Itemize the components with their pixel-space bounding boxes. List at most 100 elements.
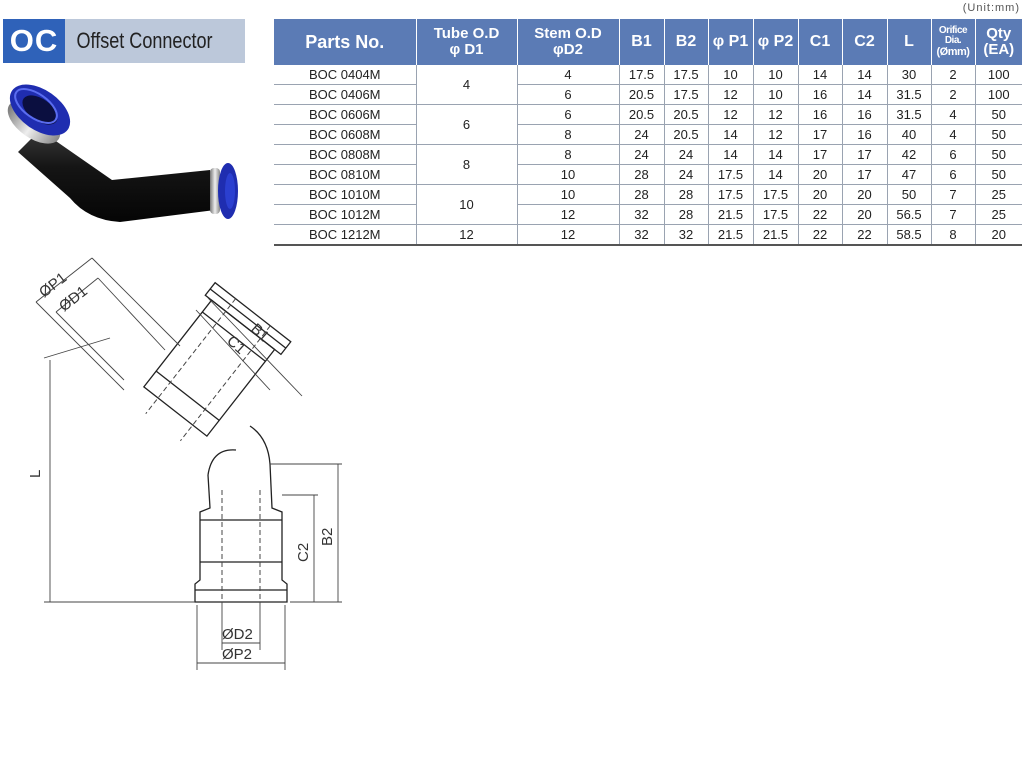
fitting-body <box>18 130 215 222</box>
cell-b1: 20.5 <box>618 84 664 105</box>
cell-b2: 17.5 <box>663 65 708 85</box>
cell-orifice: 8 <box>930 224 975 246</box>
cell-c1: 17 <box>797 124 842 145</box>
cell-p1: 14 <box>707 124 753 145</box>
cell-tube-od: 10 <box>415 184 517 225</box>
cell-tube-od: 4 <box>415 65 517 105</box>
cell-p2: 10 <box>752 65 798 85</box>
cell-b1: 28 <box>618 184 664 205</box>
cell-qty: 50 <box>974 164 1022 185</box>
cell-p1: 14 <box>707 144 753 165</box>
cell-b2: 24 <box>663 164 708 185</box>
cell-l: 40 <box>886 124 931 145</box>
cell-c2: 14 <box>841 84 887 105</box>
cell-p2: 10 <box>752 84 798 105</box>
cell-l: 30 <box>886 65 931 85</box>
cell-l: 42 <box>886 144 931 165</box>
product-title-bar: OC Offset Connector <box>3 19 245 63</box>
cell-qty: 50 <box>974 144 1022 165</box>
cell-qty: 100 <box>974 84 1022 105</box>
label-p2: ØP2 <box>222 646 252 663</box>
cell-p2: 12 <box>752 104 798 125</box>
cell-b2: 20.5 <box>663 104 708 125</box>
cell-c1: 16 <box>797 84 842 105</box>
cell-p2: 17.5 <box>752 184 798 205</box>
cell-orifice: 7 <box>930 184 975 205</box>
cell-c2: 20 <box>841 204 887 225</box>
label-d2: ØD2 <box>222 626 253 643</box>
cell-b2: 28 <box>663 204 708 225</box>
cell-l: 58.5 <box>886 224 931 246</box>
cell-part: BOC 0404M <box>274 65 416 85</box>
cell-b1: 24 <box>618 144 664 165</box>
header-qty: Qty (EA) <box>974 19 1022 65</box>
cell-b2: 32 <box>663 224 708 246</box>
cell-b1: 28 <box>618 164 664 185</box>
header-l: L <box>886 19 931 65</box>
cell-orifice: 4 <box>930 104 975 125</box>
cell-c2: 16 <box>841 104 887 125</box>
cell-part: BOC 1010M <box>274 184 416 205</box>
cell-c2: 16 <box>841 124 887 145</box>
cell-c1: 14 <box>797 65 842 85</box>
cell-d2: 8 <box>516 124 619 145</box>
cell-c1: 22 <box>797 224 842 246</box>
cell-part: BOC 0808M <box>274 144 416 165</box>
cell-p2: 12 <box>752 124 798 145</box>
unit-note: (Unit:mm) <box>962 2 1020 14</box>
header-p2: φ P2 <box>752 19 798 65</box>
cell-b2: 17.5 <box>663 84 708 105</box>
header-p1: φ P1 <box>707 19 753 65</box>
cell-qty: 100 <box>974 65 1022 85</box>
cell-c1: 17 <box>797 144 842 165</box>
upper-body-outline <box>142 281 292 438</box>
cell-tube-od: 12 <box>415 224 517 246</box>
cell-p1: 10 <box>707 65 753 85</box>
cell-c2: 20 <box>841 184 887 205</box>
cell-orifice: 6 <box>930 144 975 165</box>
cell-b2: 20.5 <box>663 124 708 145</box>
label-l: L <box>27 470 44 478</box>
cell-b1: 17.5 <box>618 65 664 85</box>
product-name: Offset Connector <box>76 28 213 53</box>
cell-b2: 28 <box>663 184 708 205</box>
cell-b1: 20.5 <box>618 104 664 125</box>
header-b1: B1 <box>618 19 664 65</box>
label-b2: B2 <box>319 528 336 546</box>
cell-c1: 20 <box>797 164 842 185</box>
cell-qty: 50 <box>974 124 1022 145</box>
cell-c2: 22 <box>841 224 887 246</box>
cell-p2: 17.5 <box>752 204 798 225</box>
cell-d2: 12 <box>516 224 619 246</box>
cell-part: BOC 0606M <box>274 104 416 125</box>
cell-p1: 12 <box>707 104 753 125</box>
cell-part: BOC 0810M <box>274 164 416 185</box>
cell-d2: 4 <box>516 65 619 85</box>
header-tube-od: Tube O.D φ D1 <box>415 19 517 65</box>
cell-p2: 14 <box>752 164 798 185</box>
cell-p2: 21.5 <box>752 224 798 246</box>
cell-b1: 24 <box>618 124 664 145</box>
cell-orifice: 7 <box>930 204 975 225</box>
spec-table: Parts No. Tube O.D φ D1 Stem O.D φD2 B1 … <box>274 19 1022 246</box>
cell-b2: 24 <box>663 144 708 165</box>
cell-p1: 21.5 <box>707 224 753 246</box>
cell-d2: 12 <box>516 204 619 225</box>
cell-p2: 14 <box>752 144 798 165</box>
cell-c1: 16 <box>797 104 842 125</box>
cell-p1: 17.5 <box>707 184 753 205</box>
cell-p1: 21.5 <box>707 204 753 225</box>
cell-l: 50 <box>886 184 931 205</box>
lower-body-outline <box>194 463 288 603</box>
cell-p1: 17.5 <box>707 164 753 185</box>
cell-c2: 17 <box>841 144 887 165</box>
cell-tube-od: 6 <box>415 104 517 145</box>
cell-d2: 10 <box>516 164 619 185</box>
product-code: OC <box>3 19 66 63</box>
